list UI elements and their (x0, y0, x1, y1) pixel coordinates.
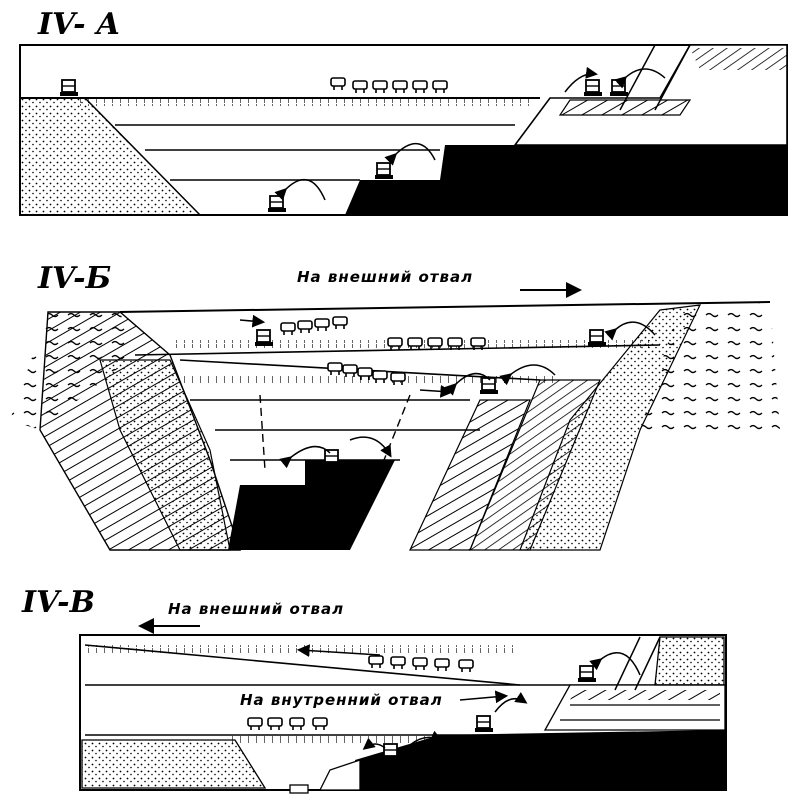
excavator-icon (474, 715, 494, 733)
panel-a-title: IV- А (37, 7, 120, 42)
swing-arrow-icon (444, 372, 491, 396)
excavator-icon (587, 329, 607, 347)
swing-arrow-icon (499, 364, 556, 386)
panel-c-title: IV-В (21, 585, 95, 620)
excavator-icon (374, 162, 394, 180)
swing-arrow-icon (589, 651, 641, 676)
swing-arrow-icon (349, 436, 392, 458)
train-b-1 (280, 316, 348, 336)
swing-arrow-icon (384, 143, 436, 166)
direction-arrow-icon (459, 690, 509, 704)
excavator-icon (322, 449, 342, 467)
label-external-dump: На внешний отвал (297, 268, 473, 286)
excavator-icon (59, 79, 79, 97)
excavator-icon (577, 665, 597, 683)
direction-arrow-icon (296, 644, 381, 657)
coal-seam (228, 460, 395, 550)
swing-arrow-icon (279, 445, 331, 469)
label-external-dump: На внешний отвал (168, 600, 344, 618)
swing-arrow-icon (614, 68, 666, 89)
excavator-icon (479, 377, 499, 395)
coal-seam (345, 145, 787, 215)
panel-c: IV-В На внешний отвал На внутренний отва… (21, 585, 727, 794)
excavator-icon (254, 329, 274, 347)
swing-arrow-icon (604, 321, 656, 341)
excavator-icon (609, 79, 629, 97)
panel-b: IV-Б На внешний отвал (10, 261, 780, 551)
excavator-icon (381, 743, 401, 761)
swing-arrow-icon (409, 730, 443, 746)
excavator-icon (583, 79, 603, 97)
dump-dotted (19, 97, 202, 216)
swing-arrow-icon (564, 66, 598, 93)
label-internal-dump: На внутренний отвал (240, 691, 443, 709)
swing-arrow-icon (274, 178, 326, 201)
swing-arrow-icon (494, 692, 528, 713)
swing-arrow-icon (362, 737, 386, 750)
excavator-icon (267, 195, 287, 213)
panel-b-title: IV-Б (37, 261, 111, 296)
dump-dotted (81, 739, 267, 789)
bench-ticks (80, 98, 535, 106)
panel-a: IV- А (19, 7, 788, 216)
coal-seam (355, 730, 725, 790)
